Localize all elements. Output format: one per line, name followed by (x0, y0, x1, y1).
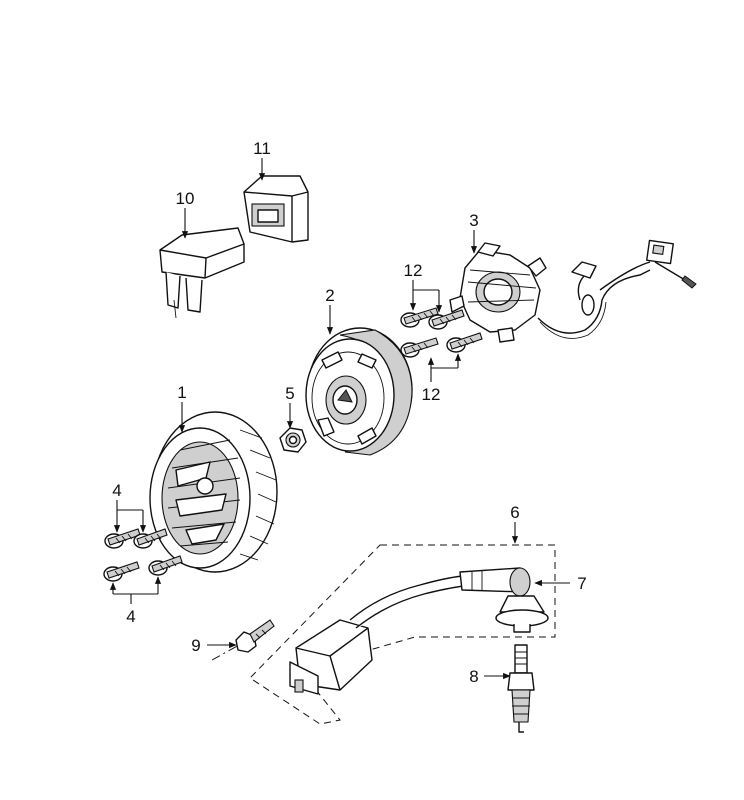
mount-centerline (211, 639, 249, 661)
part-stator-assembly (449, 239, 697, 343)
part-flywheel (305, 327, 413, 456)
callout-6: 6 (510, 503, 519, 522)
part-flywheel-nut (279, 427, 307, 453)
callout-12-lower: 12 (422, 385, 441, 404)
callout-2: 2 (325, 286, 334, 305)
ignition-group-outline (249, 544, 556, 725)
callout-5: 5 (285, 384, 294, 403)
callout-4-lower: 4 (126, 607, 135, 626)
part-spark-plug-cap (459, 567, 549, 633)
leader-lines (109, 158, 570, 680)
callout-4-upper: 4 (112, 481, 121, 500)
part-cooling-fan (149, 411, 278, 573)
part-stator-screws (400, 307, 483, 358)
callout-12-upper: 12 (404, 261, 423, 280)
callout-8: 8 (469, 667, 478, 686)
callout-labels: 1 2 3 4 4 5 6 7 8 9 10 11 12 12 (112, 139, 586, 686)
callout-11: 11 (253, 139, 271, 158)
part-mounting-bolt (235, 619, 275, 653)
callout-10: 10 (176, 189, 195, 208)
callout-3: 3 (469, 211, 478, 230)
callout-7: 7 (577, 574, 586, 593)
part-ignition-coil (289, 575, 465, 695)
part-cdi-unit (159, 227, 245, 319)
callout-1: 1 (177, 383, 186, 402)
callout-9: 9 (191, 636, 200, 655)
part-connector-cap (243, 175, 309, 243)
part-spark-plug (507, 644, 535, 733)
part-fan-screws (103, 528, 183, 582)
